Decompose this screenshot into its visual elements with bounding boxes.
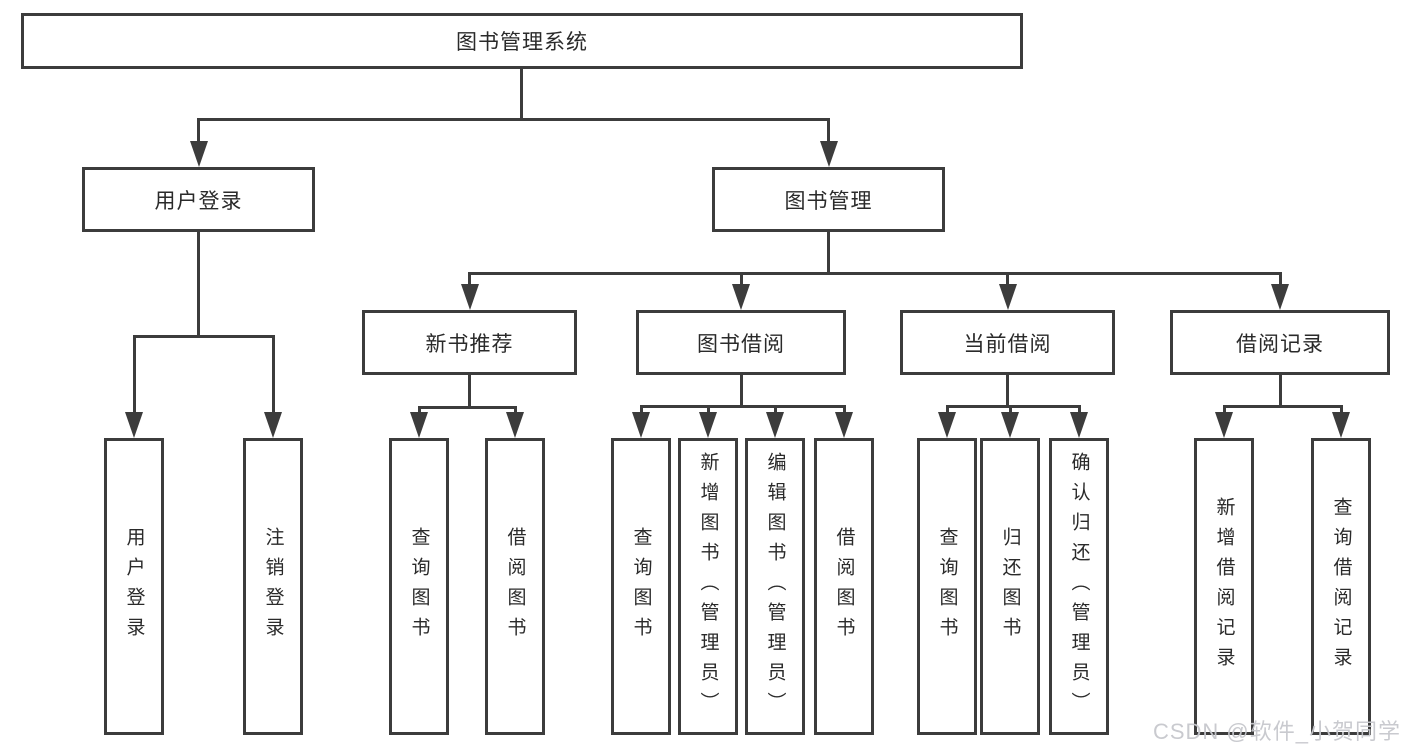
leaf-query-books-1: 查询图书	[389, 438, 449, 735]
leaf-edit-book-admin: 编辑图书（管理员）	[745, 438, 805, 735]
connector-drop	[706, 405, 710, 414]
arrow-down-icon	[410, 412, 428, 438]
arrow-down-icon	[1001, 412, 1019, 438]
arrow-down-icon	[1332, 412, 1350, 438]
node-book-borrowing: 图书借阅	[636, 310, 846, 375]
connector-stem	[197, 231, 200, 338]
arrow-down-icon	[189, 141, 208, 167]
connector-drop	[513, 406, 517, 414]
node-new-book-recommendation: 新书推荐	[362, 310, 577, 375]
connector-stem	[1278, 374, 1282, 408]
connector-drop	[197, 118, 200, 143]
connector-drop	[468, 272, 471, 286]
leaf-add-borrow-record: 新增借阅记录	[1194, 438, 1254, 735]
arrow-down-icon	[632, 412, 650, 438]
leaf-user-login: 用户登录	[104, 438, 164, 735]
connector-drop	[773, 405, 777, 414]
leaf-query-books-2: 查询图书	[611, 438, 671, 735]
connector-branch	[468, 272, 1282, 275]
leaf-logout: 注销登录	[243, 438, 303, 735]
arrow-down-icon	[699, 412, 717, 438]
arrow-down-icon	[998, 284, 1017, 310]
connector-branch	[132, 335, 275, 338]
connector-branch	[417, 406, 517, 409]
connector-stem	[1006, 374, 1009, 408]
leaf-borrow-books-2: 借阅图书	[814, 438, 874, 735]
leaf-query-books-3: 查询图书	[917, 438, 977, 735]
connector-branch	[1222, 405, 1343, 408]
arrow-down-icon	[1070, 412, 1088, 438]
watermark: CSDN @软件_小贺同学	[1152, 719, 1401, 744]
arrow-down-icon	[766, 412, 784, 438]
connector-drop	[842, 405, 846, 414]
arrow-down-icon	[1215, 412, 1233, 438]
node-current-borrowing: 当前借阅	[900, 310, 1115, 375]
connector-drop	[132, 335, 136, 414]
connector-drop	[271, 335, 275, 414]
leaf-query-borrow-record: 查询借阅记录	[1311, 438, 1371, 735]
connector-drop	[1222, 405, 1226, 414]
connector-branch	[639, 405, 846, 408]
node-book-management: 图书管理	[712, 167, 945, 232]
connector-stem	[468, 374, 471, 409]
arrow-down-icon	[732, 284, 750, 310]
leaf-borrow-books-1: 借阅图书	[485, 438, 545, 735]
arrow-down-icon	[819, 141, 838, 167]
node-borrowing-records: 借阅记录	[1170, 310, 1390, 375]
connector-branch	[197, 118, 830, 121]
node-user-login: 用户登录	[82, 167, 315, 232]
connector-drop	[1006, 272, 1009, 286]
connector-branch	[945, 405, 1081, 408]
arrow-down-icon	[835, 412, 853, 438]
connector-drop	[1008, 405, 1012, 414]
arrow-down-icon	[506, 412, 524, 438]
connector-drop	[739, 272, 743, 286]
leaf-confirm-return-admin: 确认归还（管理员）	[1049, 438, 1109, 735]
connector-stem	[519, 69, 523, 121]
connector-drop	[639, 405, 643, 414]
arrow-down-icon	[460, 284, 479, 310]
leaf-return-book: 归还图书	[980, 438, 1040, 735]
connector-drop	[827, 118, 830, 143]
leaf-add-book-admin: 新增图书（管理员）	[678, 438, 738, 735]
connector-drop	[1339, 405, 1343, 414]
arrow-down-icon	[125, 412, 143, 438]
connector-stem	[739, 374, 743, 408]
arrow-down-icon	[1271, 284, 1289, 310]
connector-drop	[1077, 405, 1081, 414]
node-library-management-system: 图书管理系统	[21, 13, 1023, 69]
connector-drop	[1278, 272, 1282, 286]
arrow-down-icon	[938, 412, 956, 438]
connector-drop	[945, 405, 949, 414]
connector-drop	[417, 406, 421, 414]
arrow-down-icon	[264, 412, 282, 438]
connector-stem	[827, 231, 830, 275]
